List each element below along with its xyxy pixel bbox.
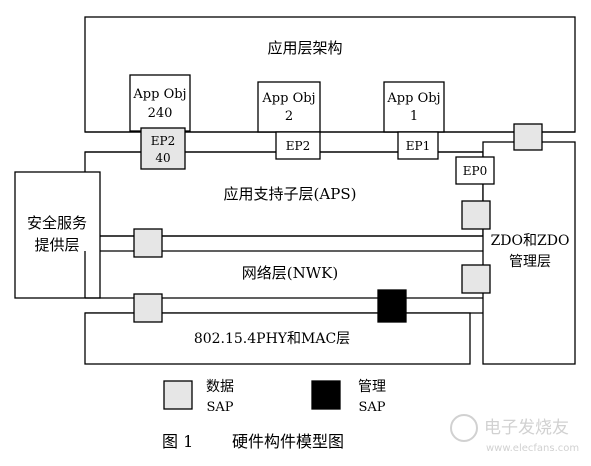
zdo-layer-label-line2: 管理层 — [509, 254, 551, 270]
watermark-text: 电子发烧友 — [484, 418, 569, 438]
watermark: 电子发烧友 www.elecfans.com — [450, 414, 579, 454]
app-object-240-number: 240 — [148, 106, 173, 121]
endpoint-1-label: EP1 — [406, 139, 430, 153]
legend-management-sap-label-line1: 管理 — [358, 379, 386, 395]
watermark-logo-icon — [450, 414, 478, 442]
zdo-layer-label-line1: ZDO和ZDO — [491, 233, 570, 249]
nwk-layer-label: 网络层(NWK) — [242, 264, 338, 282]
legend-data-sap-label-line2: SAP — [206, 400, 233, 415]
data-sap-app-zdo — [513, 123, 543, 151]
app-object-1-label: App Obj — [386, 91, 440, 106]
app-object-240-label: App Obj — [132, 87, 186, 102]
zdo-layer-box — [482, 141, 576, 365]
data-sap-nwk-zdo — [461, 264, 491, 294]
endpoint-1-box — [397, 131, 439, 160]
endpoint-0-box — [455, 156, 495, 185]
data-sap-security-aps — [133, 228, 163, 258]
app-object-1-number: 1 — [410, 109, 418, 124]
figure-caption: 硬件构件模型图 — [232, 432, 344, 451]
app-object-2-number: 2 — [285, 109, 293, 124]
phy-mac-layer-label: 802.15.4PHY和MAC层 — [194, 331, 350, 347]
app-framework-label: 应用层架构 — [267, 39, 342, 57]
endpoint-240-label-line2: 40 — [155, 151, 170, 165]
endpoint-240-label-line1: EP2 — [151, 134, 175, 148]
figure-number: 图 1 — [162, 432, 193, 451]
endpoint-240-box — [140, 127, 186, 170]
legend-management-sap-swatch — [311, 380, 341, 410]
aps-layer-label: 应用支持子层(APS) — [224, 185, 357, 203]
app-object-240-box — [129, 74, 191, 132]
endpoint-0-label: EP0 — [463, 164, 487, 178]
watermark-url: www.elecfans.com — [486, 443, 579, 454]
data-sap-aps-zdo — [461, 200, 491, 230]
app-object-1-box — [383, 81, 445, 133]
legend-management-sap-label-line2: SAP — [358, 400, 385, 415]
security-service-label-line2: 提供层 — [34, 236, 79, 254]
security-service-box — [14, 171, 101, 299]
endpoint-2-box — [275, 131, 321, 160]
legend-data-sap-label-line1: 数据 — [206, 379, 234, 395]
data-sap-nwk-mac — [133, 293, 163, 323]
security-service-label-line1: 安全服务 — [27, 214, 87, 232]
endpoint-2-label: EP2 — [286, 139, 310, 153]
app-object-2-label: App Obj — [261, 91, 315, 106]
management-sap-nwk-mac — [377, 289, 407, 323]
legend-data-sap-swatch — [163, 380, 193, 410]
app-object-2-box — [257, 81, 321, 133]
